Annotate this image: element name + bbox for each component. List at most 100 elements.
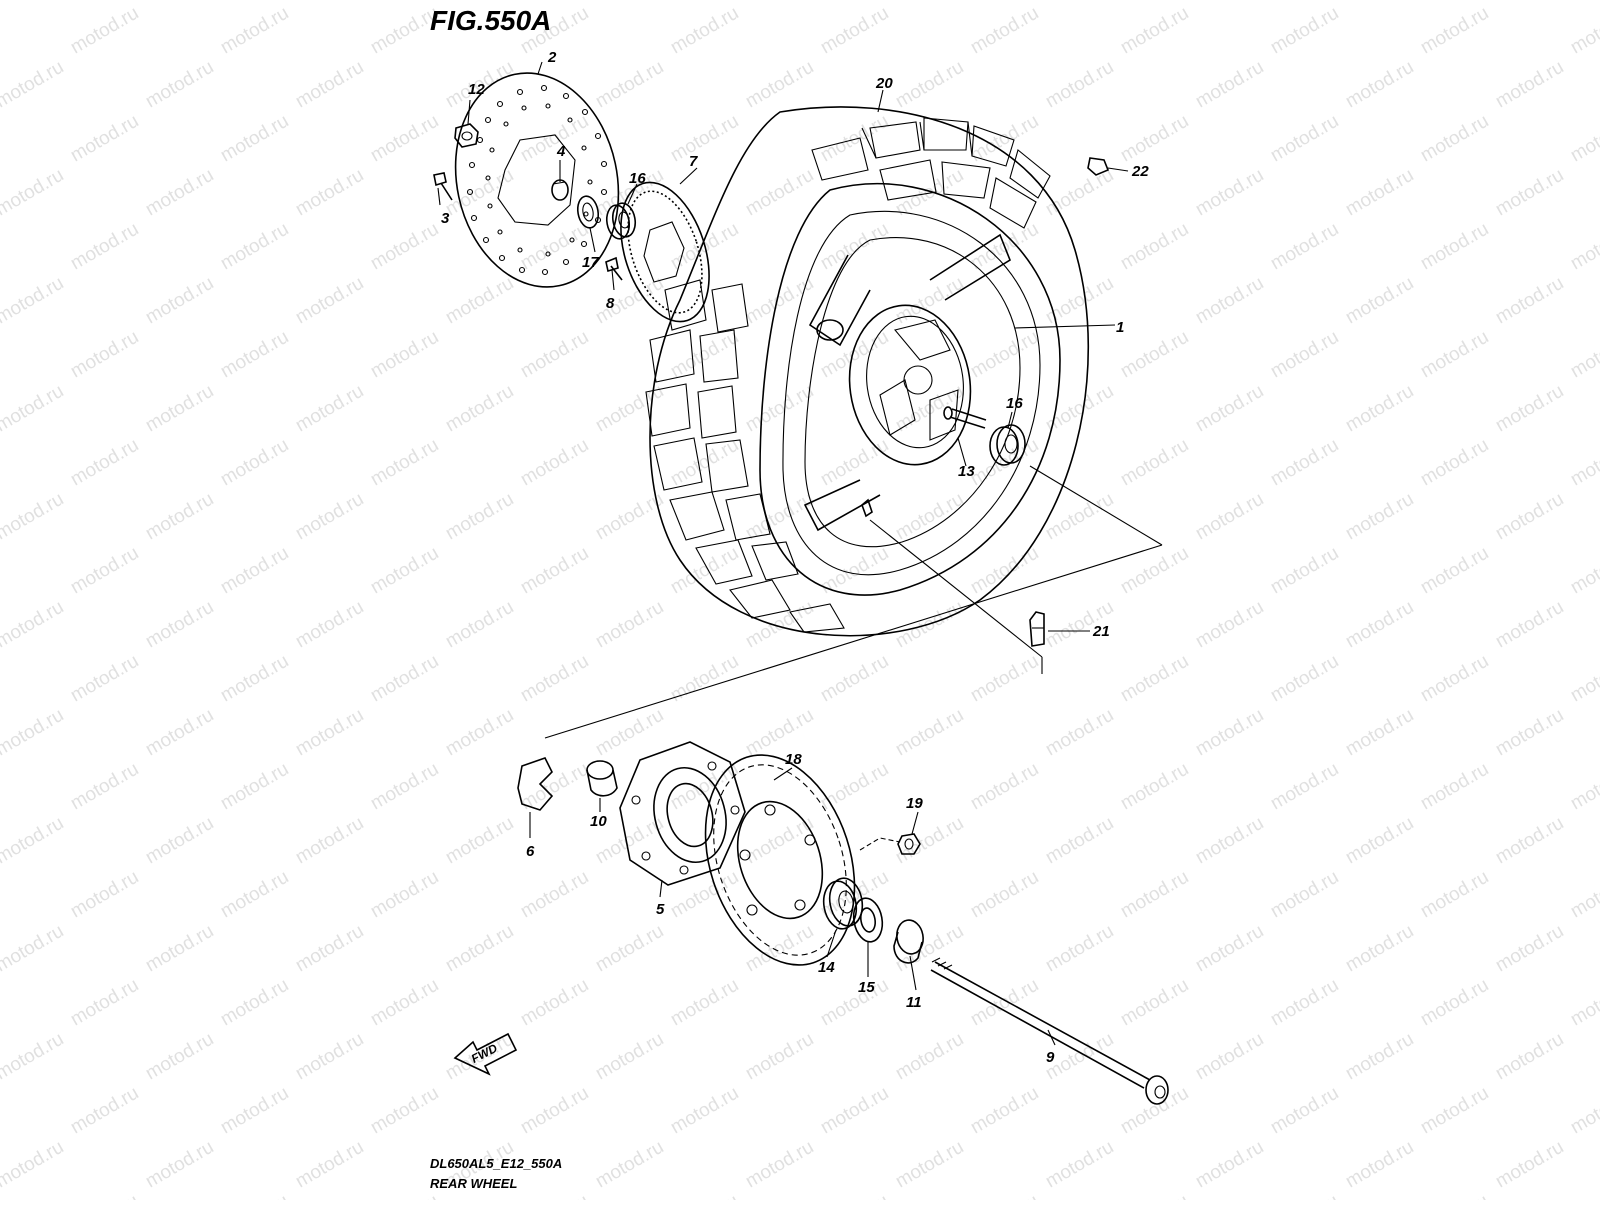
watermark-text: motod.ru	[1267, 1191, 1342, 1200]
watermark-text: motod.ru	[592, 597, 667, 653]
watermark-text: motod.ru	[592, 1029, 667, 1085]
watermark-text: motod.ru	[742, 1029, 817, 1085]
leader-lines	[437, 61, 1129, 1046]
watermark-text: motod.ru	[0, 597, 67, 653]
watermark-text: motod.ru	[0, 1137, 67, 1193]
footer-name: REAR WHEEL	[430, 1176, 517, 1191]
callout-3: 3	[441, 210, 450, 227]
watermark-text: motod.ru	[892, 1029, 967, 1085]
callout-20: 20	[875, 75, 893, 92]
watermark-text: motod.ru	[592, 57, 667, 113]
watermark-text: motod.ru	[1417, 1191, 1492, 1200]
watermark-text: motod.ru	[1417, 327, 1492, 383]
watermark-text: motod.ru	[1117, 759, 1192, 815]
watermark-text: motod.ru	[817, 327, 892, 383]
watermark-text: motod.ru	[1042, 57, 1117, 113]
watermark-text: motod.ru	[292, 57, 367, 113]
watermark-text: motod.ru	[667, 975, 742, 1031]
watermark-text: motod.ru	[142, 1029, 217, 1085]
watermark-text: motod.ru	[1417, 975, 1492, 1031]
callout-10: 10	[590, 813, 607, 830]
watermark-text: motod.ru	[817, 651, 892, 707]
watermark-text: motod.ru	[817, 219, 892, 275]
callout-6: 6	[526, 843, 535, 860]
watermark-text: motod.ru	[1192, 921, 1267, 977]
watermark-text: motod.ru	[1117, 1191, 1192, 1200]
damper-cushion	[517, 757, 554, 811]
watermark-text: motod.ru	[1117, 219, 1192, 275]
watermark-text: motod.ru	[367, 759, 442, 815]
watermark-text: motod.ru	[1117, 111, 1192, 167]
watermark-text: motod.ru	[1567, 543, 1600, 599]
watermark-text: motod.ru	[892, 705, 967, 761]
watermark-text: motod.ru	[367, 1083, 442, 1139]
watermark-text: motod.ru	[1492, 813, 1567, 869]
watermark-text: motod.ru	[592, 1137, 667, 1193]
figure-title: FIG.550A	[430, 5, 551, 36]
sprocket-nut	[897, 833, 921, 855]
watermark-text: motod.ru	[1417, 111, 1492, 167]
watermark-text: motod.ru	[1192, 381, 1267, 437]
watermark-text: motod.ru	[367, 327, 442, 383]
watermark-text: motod.ru	[142, 273, 217, 329]
watermark-text: motod.ru	[517, 1083, 592, 1139]
watermark-text: motod.ru	[0, 921, 67, 977]
nut-leader	[859, 837, 901, 851]
watermark-text: motod.ru	[1342, 813, 1417, 869]
watermark-text: motod.ru	[1342, 705, 1417, 761]
watermark-text: motod.ru	[67, 111, 142, 167]
disc-nut	[454, 123, 479, 148]
disc-bolt	[433, 172, 453, 201]
watermark-text: motod.ru	[817, 3, 892, 59]
watermark-text: motod.ru	[442, 705, 517, 761]
watermark-text: motod.ru	[67, 1083, 142, 1139]
watermark-text: motod.ru	[217, 219, 292, 275]
footer-code: DL650AL5_E12_550A	[430, 1156, 562, 1171]
watermark-text: motod.ru	[367, 219, 442, 275]
watermark-text: motod.ru	[1567, 759, 1600, 815]
tire-valve	[1029, 611, 1045, 647]
watermark-text: motod.ru	[1492, 921, 1567, 977]
watermark-text: motod.ru	[1267, 543, 1342, 599]
callout-15: 15	[858, 979, 875, 996]
watermark-text: motod.ru	[1417, 435, 1492, 491]
watermark-text: motod.ru	[1117, 435, 1192, 491]
watermark-text: motod.ru	[442, 921, 517, 977]
watermark-text: motod.ru	[67, 543, 142, 599]
balance-weight	[1087, 157, 1110, 176]
watermark-text: motod.ru	[142, 813, 217, 869]
watermark-text: motod.ru	[1417, 651, 1492, 707]
watermark-text: motod.ru	[967, 759, 1042, 815]
watermark-text: motod.ru	[1042, 0, 1117, 4]
callout-8: 8	[606, 295, 615, 312]
watermark-text: motod.ru	[292, 489, 367, 545]
callout-5: 5	[656, 901, 665, 918]
watermark-text: motod.ru	[517, 543, 592, 599]
watermark-text: motod.ru	[667, 867, 742, 923]
watermark-text: motod.ru	[67, 867, 142, 923]
watermark-text: motod.ru	[1192, 165, 1267, 221]
watermark-text: motod.ru	[1567, 975, 1600, 1031]
watermark-text: motod.ru	[292, 381, 367, 437]
watermark-text: motod.ru	[667, 1083, 742, 1139]
watermark-text: motod.ru	[1042, 813, 1117, 869]
watermark-text: motod.ru	[292, 1029, 367, 1085]
watermark-text: motod.ru	[0, 705, 67, 761]
watermark-text: motod.ru	[292, 705, 367, 761]
watermark-text: motod.ru	[1342, 489, 1417, 545]
watermark-text: motod.ru	[442, 273, 517, 329]
rear-wheel-assembly	[645, 106, 1090, 637]
watermark-text: motod.ru	[742, 1137, 817, 1193]
watermark-text: motod.ru	[67, 651, 142, 707]
watermark-text: motod.ru	[442, 165, 517, 221]
watermark-text: motod.ru	[1567, 435, 1600, 491]
watermark-text: motod.ru	[817, 111, 892, 167]
watermark-text: motod.ru	[742, 165, 817, 221]
watermark-text: motod.ru	[67, 327, 142, 383]
brake-disc	[454, 72, 620, 288]
watermark-text: motod.ru	[142, 381, 217, 437]
watermark-text: motod.ru	[1417, 543, 1492, 599]
watermark-text: motod.ru	[1492, 165, 1567, 221]
